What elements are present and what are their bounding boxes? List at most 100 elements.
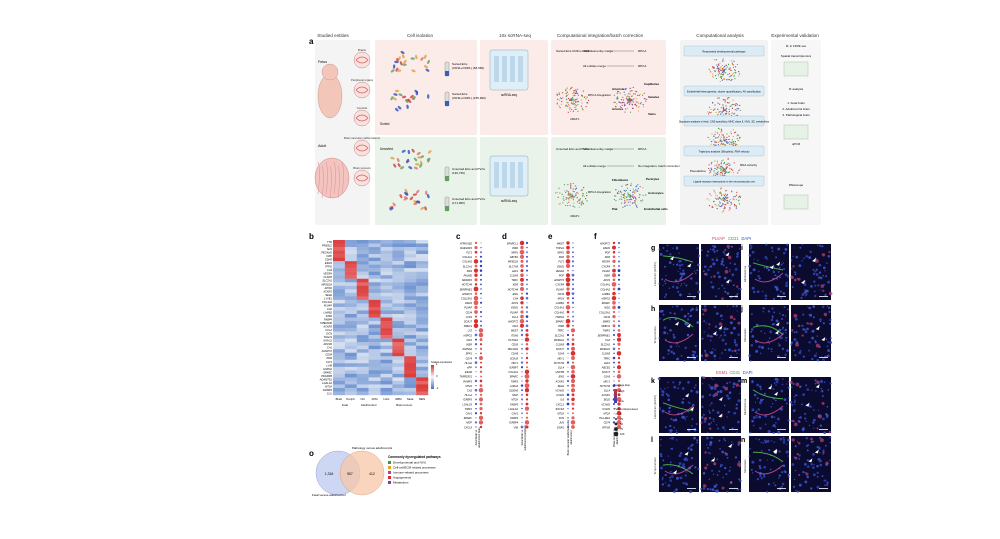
dotplot-dot [617,320,621,323]
nucleus-mark [664,388,666,390]
heatmap-cell [380,359,393,364]
nucleus-mark [754,401,757,403]
heatmap-cell [380,264,393,269]
dotplot-dot [480,288,482,290]
dotplot-dot [612,250,616,254]
nucleus-mark [729,381,731,383]
arrowhead-mark [685,393,690,398]
heatmap-cell [416,359,429,364]
seq-label: scRNA-seq [501,93,517,97]
nucleus-mark [766,439,770,443]
signal-mark [737,441,741,445]
nucleus-mark [685,284,688,287]
dotplot-dot [479,370,483,374]
validation-slide [783,194,809,210]
dotplot-gene-label: PLVAP [510,311,518,314]
signal-mark [733,317,736,321]
dotplot-dot [474,264,478,268]
arrowhead-mark [725,252,730,257]
nucleus-mark [760,330,763,332]
nucleus-mark [736,310,738,312]
heatmap-cell [404,324,417,329]
nucleus-mark [793,401,796,403]
nucleus-mark [682,482,685,484]
nucleus-mark [829,436,832,439]
dotplot-dot [618,265,620,267]
heatmap-cell [333,384,346,389]
tube-fill [445,176,449,181]
signal-mark [819,438,824,443]
nucleus-mark [680,285,682,287]
heatmap-cell [404,275,417,279]
nucleus-mark [690,277,693,280]
nucleus-mark [812,452,815,456]
dotplot-dot [618,347,620,350]
nucleus-mark [669,429,671,432]
nucleus-mark [726,292,730,295]
nucleus-mark [695,308,699,311]
signal-mark [798,420,801,423]
nucleus-mark [715,489,719,493]
nucleus-mark [825,275,828,278]
dotplot-dot [616,397,622,402]
heatmap-cell [404,261,417,265]
nucleus-mark [757,274,760,278]
arrowhead-mark [686,323,691,328]
dotplot-dot [520,329,524,332]
heatmap-cell [404,373,417,378]
heatmap-cell [416,271,429,276]
heatmap-cell [380,296,393,301]
nucleus-mark [751,335,755,338]
dotplot-dot [613,408,615,410]
nucleus-mark [722,476,725,479]
signal-mark [801,334,804,337]
nucleus-mark [822,322,826,325]
heatmap-cell [356,306,369,311]
dotplot-gene-label: CXCR4 [556,284,565,287]
nucleus-mark [758,270,760,273]
validation-item: IF analysis [789,87,804,91]
signal-mark [703,273,707,276]
nucleus-mark [787,419,790,422]
nucleus-mark [706,254,709,257]
nucleus-mark [691,418,694,421]
heatmap-gene-label: TFPI2 [325,265,333,269]
nucleus-mark [750,245,753,248]
dotplot-gene-label: LEF1 [604,362,611,365]
nucleus-mark [793,478,796,481]
nucleus-mark [671,305,674,308]
nucleus-mark [682,463,685,466]
heatmap-gene-label: CLDN5 [323,275,332,279]
nucleus-mark [731,349,734,353]
dotplot-gene-label: VCAM1 [555,390,564,393]
panel-a-column-header: Computational integration/batch correcti… [557,33,644,38]
venn-legend-swatch [388,466,391,469]
nucleus-mark [807,306,809,308]
dotplot-gene-label: PLVAP [464,307,472,310]
dotplot-dot [521,393,523,396]
micro-side-label: Temporal lobe [653,457,657,475]
arrowhead-mark [812,258,817,263]
unsorted-cell-count: (171,950) [452,201,465,205]
heatmap-cell [333,278,346,283]
dotplot-dot [571,301,575,304]
nucleus-mark [767,340,770,343]
heatmap-cell [368,282,381,286]
dotplot-dot [618,251,620,253]
heatmap-cell [344,338,357,343]
signal-mark [724,386,729,391]
nucleus-mark [781,328,784,330]
dotplot-gene-label: APP [466,367,472,370]
signal-mark [790,275,794,280]
nucleus-mark [737,420,740,424]
heatmap-cell [380,250,393,255]
nucleus-mark [731,441,733,443]
signal-mark [737,462,742,467]
heatmap-cell [404,282,417,286]
nucleus-mark [678,264,682,267]
nucleus-mark [713,456,715,459]
dotplot-dot [474,305,478,310]
nucleus-mark [820,387,823,390]
dotplot-gene-label: TNFRSF21 [459,376,472,379]
nucleus-mark [678,454,682,458]
